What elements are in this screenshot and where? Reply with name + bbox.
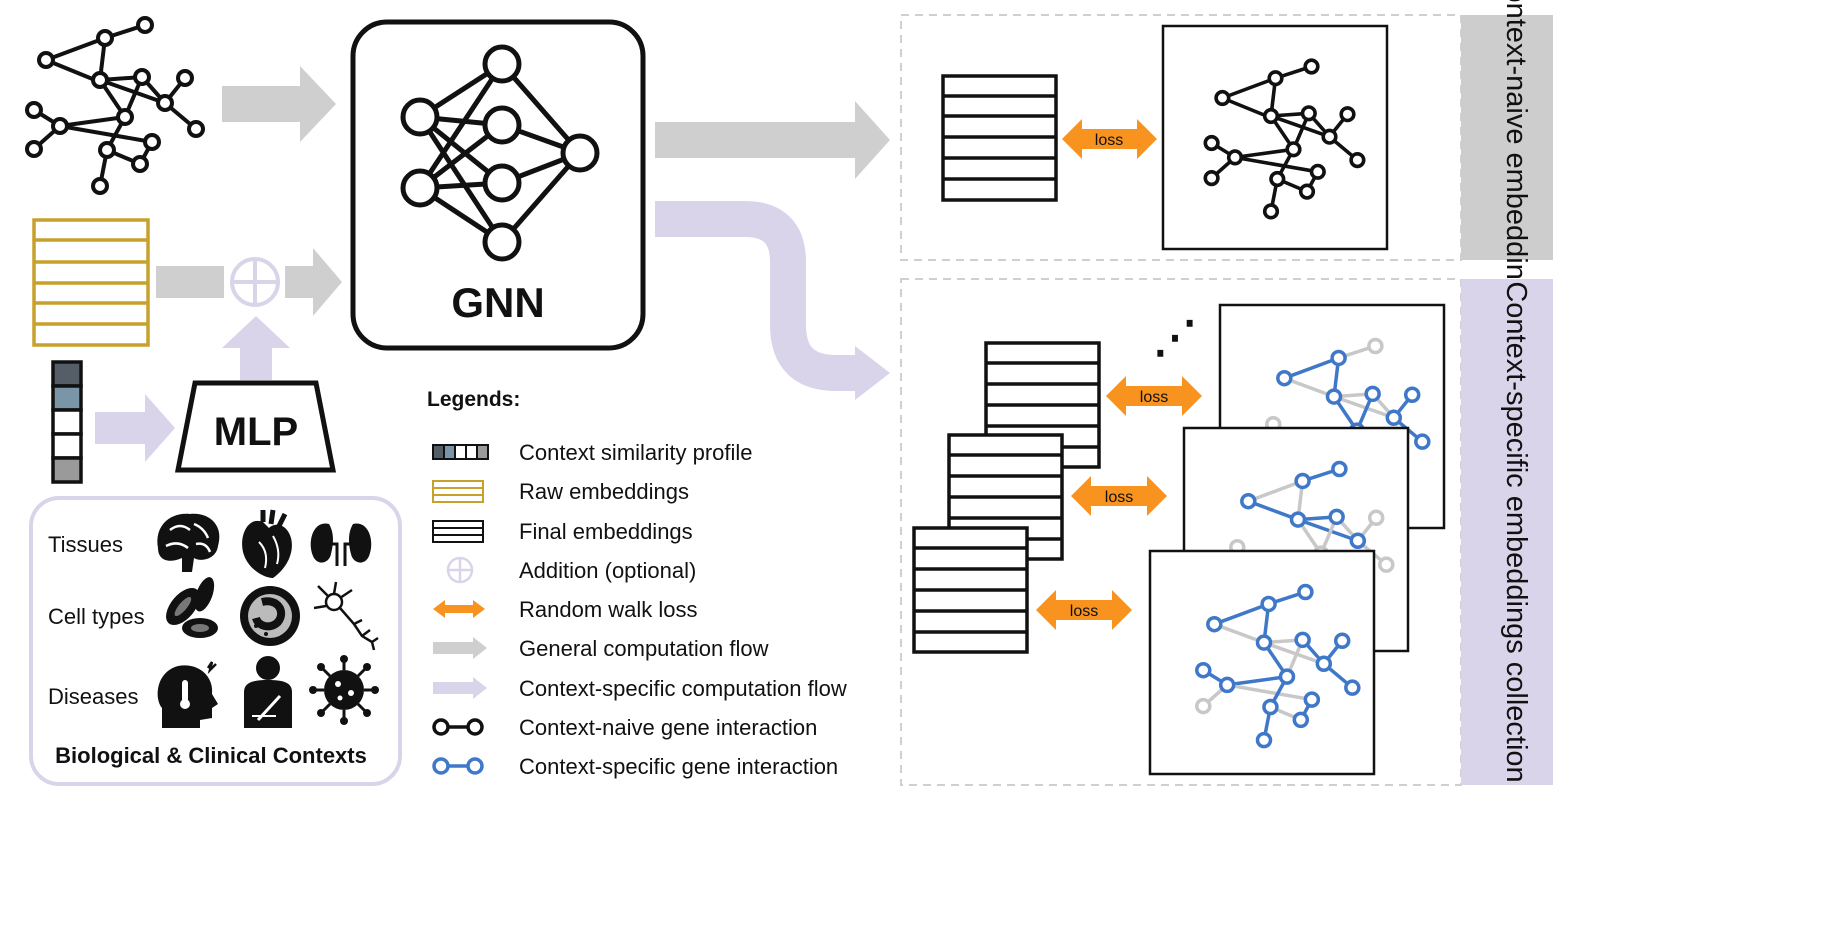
legend-label: Final embeddings xyxy=(519,519,693,544)
legend-label: Random walk loss xyxy=(519,597,698,622)
addition-icon xyxy=(230,257,280,307)
gnn-label: GNN xyxy=(451,279,544,326)
context-flow-arrow-head xyxy=(855,346,890,400)
neuron-icon xyxy=(313,581,379,651)
specific-panel-label: Context-specific embeddings collection xyxy=(1500,281,1532,782)
contexts-title: Biological & Clinical Contexts xyxy=(55,743,367,768)
mlp-block xyxy=(174,380,337,473)
context-specific-embedding-layer: loss xyxy=(912,526,1376,776)
specific-panel-tab xyxy=(1461,279,1553,785)
legend-item-general: General computation flow xyxy=(433,636,769,661)
input-network-icon xyxy=(25,16,205,195)
legend-item-specific: Context-specific computation flow xyxy=(433,676,847,701)
loss-label: loss xyxy=(1105,489,1133,506)
neural-network-icon xyxy=(400,44,600,262)
fever-head-icon xyxy=(157,661,218,728)
legend-label: Context-naive gene interaction xyxy=(519,715,817,740)
naive-final-embeddings xyxy=(941,74,1058,202)
context-flow-arrow xyxy=(95,394,175,462)
mlp-label: MLP xyxy=(214,410,298,454)
general-flow-arrow xyxy=(285,248,342,316)
immune-cell-icon xyxy=(240,586,300,646)
naive-panel-border xyxy=(900,14,1462,261)
context-similarity-profile xyxy=(51,360,83,484)
naive-panel-label: Context-naive embeddings xyxy=(1500,0,1532,310)
legend-label: Context-specific gene interaction xyxy=(519,754,838,779)
legend-item-naive-edge: Context-naive gene interaction xyxy=(432,715,817,740)
legend-label: Context similarity profile xyxy=(519,440,753,465)
red-blood-cells-icon xyxy=(166,577,218,638)
contexts-box xyxy=(29,496,402,786)
contexts-row-label: Tissues xyxy=(48,532,123,557)
general-flow-arrow xyxy=(655,101,890,179)
kidneys-icon xyxy=(310,523,372,566)
general-flow-arrow xyxy=(156,266,224,298)
profile-cell xyxy=(51,432,83,460)
contexts-row-label: Cell types xyxy=(48,604,145,629)
legend-item-profile: Context similarity profile xyxy=(432,440,753,465)
naive-panel-tab xyxy=(1461,15,1553,260)
profile-cell xyxy=(51,456,83,484)
legend-label: Context-specific computation flow xyxy=(519,676,847,701)
context-flow-arrow xyxy=(655,201,857,391)
legend-label: General computation flow xyxy=(519,636,769,661)
heart-icon xyxy=(242,509,292,578)
random-walk-loss-arrow xyxy=(1036,590,1132,630)
loss-label: loss xyxy=(1095,132,1123,149)
profile-cell xyxy=(51,384,83,412)
legend-title: Legends: xyxy=(427,388,520,411)
random-walk-loss-arrow: loss xyxy=(1062,119,1157,159)
brain-icon xyxy=(157,513,220,572)
context-flow-arrow xyxy=(222,316,290,380)
legend-item-final: Final embeddings xyxy=(432,519,693,544)
injured-arm-icon xyxy=(244,656,292,728)
random-walk-loss-arrow xyxy=(1071,476,1167,516)
legend-item-addition: Addition (optional) xyxy=(446,556,696,584)
legend-label: Addition (optional) xyxy=(519,558,696,583)
random-walk-loss-arrow xyxy=(1106,376,1202,416)
virus-icon xyxy=(309,655,379,725)
ellipsis: ⋰ xyxy=(1153,313,1197,362)
legend-item-loss: Random walk loss xyxy=(433,597,698,622)
contexts-row-label: Diseases xyxy=(48,684,138,709)
profile-cell xyxy=(51,408,83,436)
profile-cell xyxy=(51,360,83,388)
context-specific-network-icon xyxy=(1148,549,1376,776)
general-flow-arrow xyxy=(222,66,336,142)
legend-item-specific-edge: Context-specific gene interaction xyxy=(432,754,838,779)
legend-item-raw: Raw embeddings xyxy=(432,479,689,504)
loss-label: loss xyxy=(1070,603,1098,620)
raw-embeddings-block xyxy=(32,218,150,347)
loss-label: loss xyxy=(1140,389,1168,406)
legend-label: Raw embeddings xyxy=(519,479,689,504)
